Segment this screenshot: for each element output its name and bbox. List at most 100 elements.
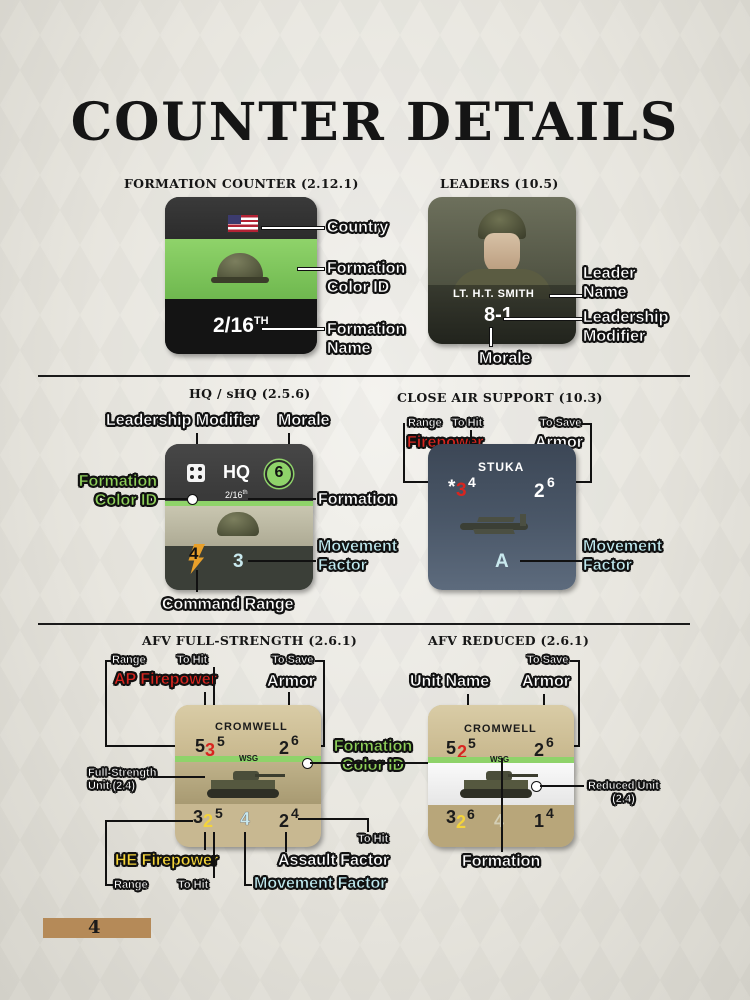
leader-portrait-icon bbox=[452, 209, 552, 299]
label-movement-afv: Movement Factor bbox=[254, 875, 387, 893]
page-number: 4 bbox=[88, 917, 101, 938]
cas-to-save: 6 bbox=[547, 474, 555, 490]
stuka-plane-icon bbox=[456, 514, 536, 538]
label-country: Country bbox=[327, 219, 389, 237]
label-ap-firepower: AP Firepower bbox=[114, 671, 217, 689]
morale-badge: 6 bbox=[265, 460, 293, 488]
us-flag-icon bbox=[227, 214, 259, 233]
afv-full-assault-to-hit: 4 bbox=[291, 805, 299, 821]
label-leadership-modifier: Leadership Modifier bbox=[583, 309, 669, 346]
formation-counter: 2/16TH bbox=[165, 197, 317, 354]
label-formation-color-id: Formation Color ID bbox=[327, 260, 406, 297]
tank-reduced-icon bbox=[458, 771, 538, 799]
label-formation-name: Formation Name bbox=[327, 321, 406, 358]
label-leadership-modifier-hq: Leadership Modifier bbox=[106, 412, 259, 430]
cas-counter: STUKA * 3 4 2 6 A bbox=[428, 444, 576, 590]
cas-movement: A bbox=[495, 551, 509, 572]
hq-text: HQ bbox=[223, 462, 250, 482]
tank-icon bbox=[205, 771, 285, 799]
afv-reduced-ap-range: 5 bbox=[446, 738, 457, 758]
afv-full-ap-to-hit: 5 bbox=[217, 733, 225, 749]
label-formation-reduced: Formation bbox=[462, 853, 541, 871]
afv-reduced-movement: 4 bbox=[494, 811, 505, 831]
label-range-afv: Range bbox=[112, 654, 146, 667]
label-morale-hq: Morale bbox=[278, 412, 330, 430]
formation-counter-name: 2/16 bbox=[213, 314, 254, 337]
cas-star: * bbox=[448, 477, 456, 498]
label-armor-reduced: Armor bbox=[522, 673, 571, 691]
die-icon bbox=[187, 464, 205, 482]
label-formation-color-id-hq: Formation Color ID bbox=[78, 473, 158, 510]
leader-value: 8-1 bbox=[484, 304, 513, 326]
afv-reduced-he-range: 3 bbox=[446, 807, 457, 827]
afv-full-to-save: 6 bbox=[291, 732, 299, 748]
label-assault-factor: Assault Factor bbox=[278, 852, 390, 870]
afv-reduced-assault: 1 bbox=[534, 811, 545, 831]
label-leader-name: Leader Name bbox=[583, 265, 636, 302]
afv-full-ap-firepower: 3 bbox=[205, 740, 216, 760]
afv-reduced-to-save: 6 bbox=[546, 734, 554, 750]
afv-reduced-heading: AFV REDUCED (2.6.1) bbox=[428, 633, 590, 648]
afv-full-ap-range: 5 bbox=[195, 736, 206, 756]
cas-heading: CLOSE AIR SUPPORT (10.3) bbox=[397, 390, 603, 405]
afv-reduced-formation: WSG bbox=[490, 755, 510, 764]
label-movement-hq: Movement Factor bbox=[318, 538, 398, 575]
afv-full-name: CROMWELL bbox=[215, 721, 288, 733]
hq-helmet-icon bbox=[217, 512, 259, 536]
cas-to-hit: 4 bbox=[468, 474, 476, 490]
afv-reduced-armor: 2 bbox=[534, 740, 545, 760]
formation-counter-sup: TH bbox=[253, 315, 269, 327]
afv-reduced-ap-to-hit: 5 bbox=[468, 735, 476, 751]
hq-formation-sup: th bbox=[242, 490, 248, 496]
afv-reduced-ap-firepower: 2 bbox=[457, 742, 468, 762]
label-movement-cas: Movement Factor bbox=[583, 538, 663, 575]
leader-counter: LT. H.T. SMITH 8-1 bbox=[428, 197, 576, 344]
cas-name: STUKA bbox=[478, 460, 525, 474]
label-command-range: Command Range bbox=[162, 596, 294, 614]
afv-full-assault: 2 bbox=[279, 811, 290, 831]
hq-movement: 3 bbox=[233, 551, 244, 572]
label-unit-name: Unit Name bbox=[410, 673, 490, 691]
label-he-firepower: HE Firepower bbox=[115, 852, 219, 870]
hq-counter: HQ 6 2/16th 4 3 bbox=[165, 444, 313, 590]
label-morale: Morale bbox=[479, 350, 531, 368]
label-to-save-reduced: To Save bbox=[527, 654, 569, 667]
hq-command-range: 4 bbox=[189, 544, 199, 563]
helmet-icon bbox=[217, 253, 263, 281]
hq-formation-text: 2/16 bbox=[225, 490, 243, 500]
afv-full-he-to-hit: 5 bbox=[215, 805, 223, 821]
leaders-heading: LEADERS (10.5) bbox=[440, 176, 559, 191]
section-divider-2 bbox=[38, 623, 690, 625]
section-divider-1 bbox=[38, 375, 690, 377]
label-formation-color-id-afv: Formation Color ID bbox=[333, 738, 413, 775]
label-range-cas: Range bbox=[408, 417, 442, 430]
afv-full-formation: WSG bbox=[239, 754, 259, 763]
formation-heading: FORMATION COUNTER (2.12.1) bbox=[124, 176, 359, 191]
afv-reduced-name: CROMWELL bbox=[464, 723, 537, 735]
label-to-hit-afv: To Hit bbox=[177, 654, 208, 667]
cas-firepower: 3 bbox=[456, 480, 467, 501]
afv-full-he-firepower: 2 bbox=[203, 811, 214, 831]
label-to-save-afv: To Save bbox=[272, 654, 314, 667]
afv-full-armor: 2 bbox=[279, 738, 290, 758]
afv-reduced-assault-to-hit: 4 bbox=[546, 805, 554, 821]
afv-reduced-he-to-hit: 6 bbox=[467, 806, 475, 822]
afv-full-movement: 4 bbox=[240, 809, 251, 829]
label-he-to-hit: To Hit bbox=[178, 879, 209, 892]
label-full-strength: Full-Strength Unit (2.4) bbox=[88, 767, 157, 793]
afv-reduced-he-firepower: 2 bbox=[456, 812, 467, 832]
hq-morale-value: 6 bbox=[274, 464, 284, 481]
cas-armor: 2 bbox=[534, 481, 545, 502]
afv-full-counter: CROMWELL 5 3 5 2 6 WSG 3 2 5 4 2 4 bbox=[175, 705, 321, 847]
label-assault-to-hit: To Hit bbox=[358, 833, 389, 846]
label-formation-hq: Formation bbox=[318, 491, 397, 509]
leader-name: LT. H.T. SMITH bbox=[453, 288, 535, 300]
page-title: COUNTER DETAILS bbox=[70, 92, 680, 153]
label-to-hit-cas: To Hit bbox=[452, 417, 483, 430]
hq-heading: HQ / sHQ (2.5.6) bbox=[189, 386, 311, 401]
afv-full-he-range: 3 bbox=[193, 807, 204, 827]
page-number-tab bbox=[43, 918, 151, 938]
label-to-save-cas: To Save bbox=[540, 417, 582, 430]
label-reduced-unit: Reduced Unit (2.4) bbox=[588, 780, 659, 806]
afv-full-heading: AFV FULL-STRENGTH (2.6.1) bbox=[142, 633, 358, 648]
